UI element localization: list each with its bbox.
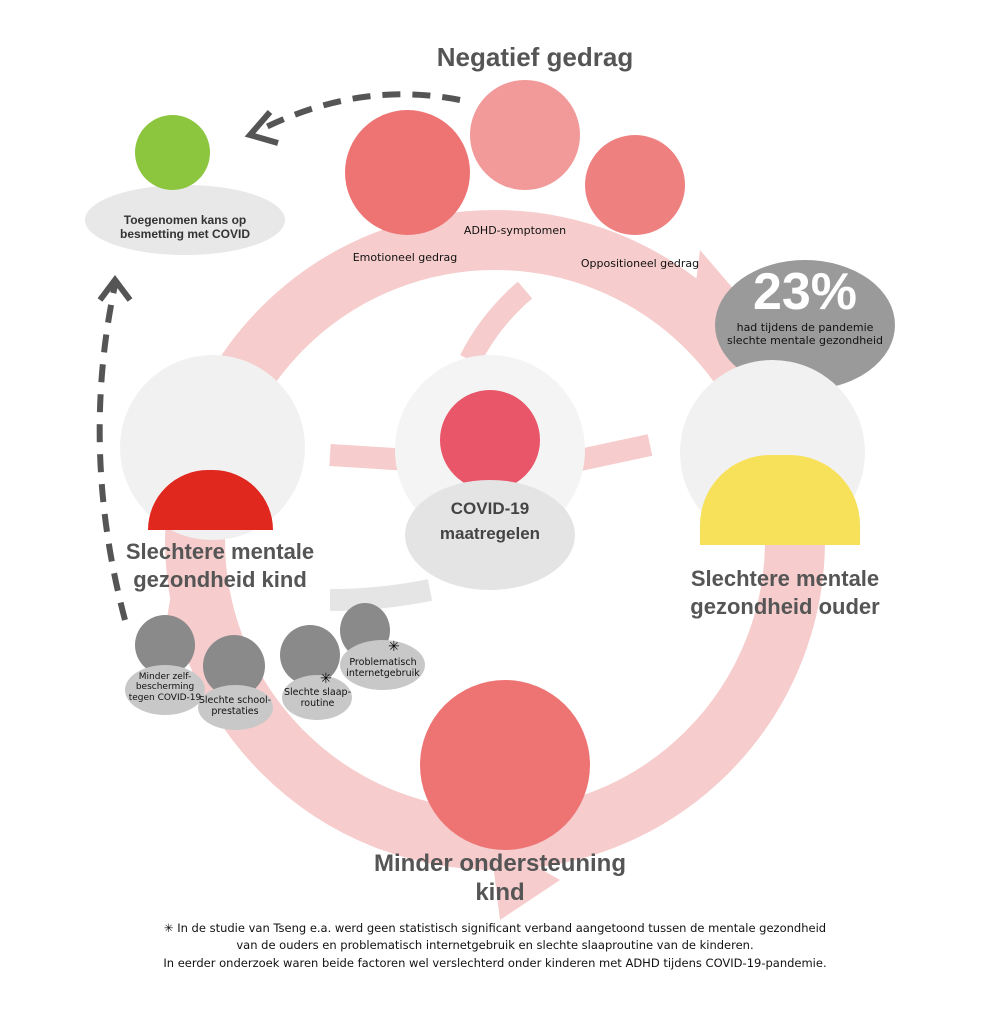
center-label-2: maatregelen: [439, 523, 541, 543]
footnote: ✳ In de studie van Tseng e.a. werd geen …: [100, 920, 890, 972]
behavior-label: Oppositioneel gedrag: [580, 257, 700, 270]
support-label-2: kind: [475, 878, 525, 906]
infection-bubble: [85, 185, 285, 255]
effect-bubble: [340, 640, 425, 690]
effect-label: Slechte slaap-routine: [283, 687, 352, 709]
effect-bubble: [282, 675, 352, 720]
dashed-arrow: [258, 91, 461, 133]
covid-virus-icon: [440, 390, 540, 490]
center-arrow: [329, 579, 433, 611]
parent-label-2: gezondheid ouder: [690, 593, 880, 619]
footnote-line: In eerder onderzoek waren beide factoren…: [163, 955, 827, 970]
behavior-label: ADHD-symptomen: [463, 224, 567, 237]
stat-value: 23%: [752, 263, 858, 321]
effect-label: Slechte school-prestaties: [198, 695, 272, 717]
parent-label-1: Slechtere mentale: [690, 566, 880, 591]
page-title: Negatief gedrag: [436, 42, 634, 72]
oppositional-icon: [585, 135, 685, 235]
adhd-icon: [470, 80, 580, 190]
child-label-1: Slechtere mentale: [125, 539, 315, 564]
center-label-1: COVID-19: [450, 499, 530, 518]
center-label-bubble: [405, 480, 575, 590]
center-label: COVID-19 maatregelen: [405, 497, 575, 546]
stat-caption: had tijdens de pandemie slechte mentale …: [727, 321, 883, 347]
dashed-arrow: [96, 284, 128, 621]
green-virus-icon: [135, 115, 210, 190]
parent-shirt: [700, 455, 860, 545]
support-icon: [420, 680, 590, 850]
asterisk-icon: ✳: [163, 921, 174, 935]
effect-label: Problematisch internetgebruik: [346, 657, 420, 679]
emotional-icon: [345, 110, 470, 235]
arrowhead: [244, 110, 279, 146]
effect-label: Minder zelf-bescherming tegen COVID-19: [128, 672, 202, 703]
center-arrow: [577, 434, 653, 471]
behavior-label: Emotioneel gedrag: [352, 251, 458, 264]
footnote-line: van de ouders en problematisch internetg…: [236, 938, 754, 953]
asterisk-icon: ✳: [388, 638, 400, 654]
effect-bubble: [198, 685, 273, 730]
child-label-2: gezondheid kind: [133, 566, 307, 592]
asterisk-icon: ✳: [320, 670, 332, 686]
arrowhead: [97, 275, 133, 302]
center-arrow: [460, 281, 533, 366]
infection-label: Toegenomen kans op besmetting met COVID: [119, 213, 251, 241]
ring-arrowhead: [490, 840, 560, 920]
footnote-line: In de studie van Tseng e.a. werd geen st…: [177, 921, 827, 935]
support-label-1: Minder ondersteuning: [374, 850, 626, 877]
effect-bubble: [125, 665, 205, 715]
